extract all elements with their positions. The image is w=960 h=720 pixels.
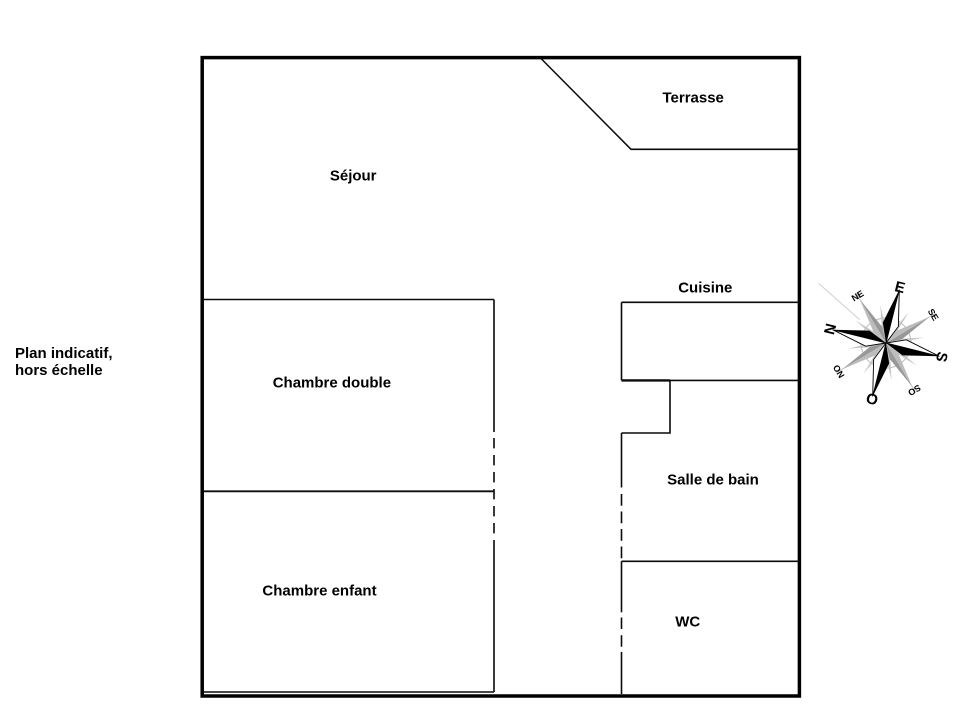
svg-text:N: N	[821, 322, 840, 337]
svg-text:S: S	[932, 350, 951, 364]
svg-text:SE: SE	[926, 307, 941, 322]
svg-text:E: E	[893, 278, 907, 297]
svg-text:NO: NO	[831, 363, 847, 380]
svg-text:NE: NE	[850, 288, 866, 303]
svg-text:SO: SO	[906, 383, 922, 398]
svg-text:O: O	[864, 389, 880, 408]
